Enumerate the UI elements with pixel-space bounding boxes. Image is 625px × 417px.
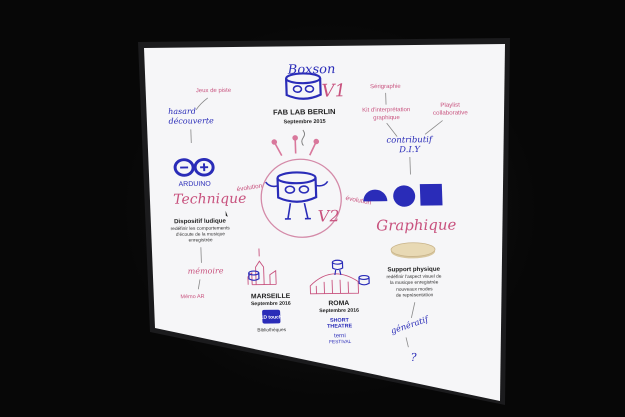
berlin-location: FAB LAB BERLIN — [273, 107, 336, 117]
nouveaux-line2: de représentation — [396, 292, 434, 298]
antenna-marks — [271, 135, 320, 156]
short-theatre-line2: THEATRE — [327, 323, 353, 329]
memoire-label: mémoire — [188, 266, 224, 275]
robot-drum-icon — [265, 171, 329, 220]
evolution-left: évolution — [236, 182, 263, 193]
connector-jeux — [195, 97, 208, 111]
playlist-line2: collaborative — [433, 109, 469, 116]
technique-label: Technique — [173, 191, 247, 208]
roma-city: ROMA — [328, 300, 349, 307]
dispositif-line3: enregistrée — [189, 237, 214, 243]
memo-ar-label: Mémo AR — [180, 294, 204, 300]
connector-support — [410, 302, 416, 318]
marseille-robot-icon — [248, 270, 260, 281]
colosseum-illustration — [309, 273, 359, 295]
connector-memoire — [197, 279, 201, 290]
support-title: Support physique — [387, 266, 440, 274]
terni-line1: terni — [334, 333, 346, 339]
nouveaux-line1: nouveaux modes — [396, 286, 433, 292]
dispositif-line2: d'écoute de la musique — [176, 231, 226, 238]
question-mark: ? — [411, 351, 418, 364]
hasard-line1: hasard — [168, 107, 196, 116]
graphic-shapes-icon — [363, 183, 443, 207]
jeux-de-piste-label: Jeux de piste — [196, 88, 232, 94]
contributif-line2: D.I.Y — [398, 144, 422, 154]
berlin-date: Septembre 2015 — [283, 119, 325, 125]
kit-line1: Kit d'interprétation — [362, 107, 410, 113]
marseille-sub: Bibliothèques — [257, 327, 287, 333]
1d-touch-text: 1D touch — [261, 315, 283, 321]
marseille-city: MARSEILLE — [251, 293, 291, 300]
connector-dispositif — [200, 247, 202, 263]
arduino-icon — [173, 157, 215, 177]
vinyl-disc-icon — [390, 242, 436, 259]
connector-generatif — [405, 337, 409, 348]
cursor-arrow-icon — [225, 210, 228, 217]
serigraphie-label: Sérigraphie — [370, 84, 402, 90]
dispositif-title: Dispositif ludique — [174, 218, 227, 226]
connector-top — [301, 129, 305, 146]
short-theatre-line1: SHORT — [330, 318, 350, 324]
support-line2: la musique enregistrée — [390, 279, 439, 286]
screen-surface — [144, 44, 505, 401]
connector-contributif — [409, 156, 411, 175]
1d-touch-logo — [262, 309, 281, 324]
graphique-label: Graphique — [376, 217, 457, 235]
arduino-label: ARDUINO — [178, 181, 211, 188]
playlist-line1: Playlist — [440, 102, 460, 109]
version2-label: V2 — [318, 206, 340, 225]
kit-line2: graphique — [373, 115, 401, 121]
support-line1: redéfinir l'aspect visuel de — [386, 274, 442, 281]
roma-robot-icon-2 — [358, 274, 370, 286]
marseille-date: Septembre 2016 — [251, 301, 291, 307]
dispositif-line1: redéfinir les comportements — [171, 225, 231, 232]
drum-icon-v1 — [285, 72, 322, 100]
terni-line2: FESTIVAL — [329, 339, 352, 345]
version1-label: V1 — [321, 81, 346, 102]
roma-date: Septembre 2016 — [319, 308, 359, 314]
evolution-right: évolution — [345, 195, 372, 207]
contributif-line1: contributif — [386, 134, 434, 144]
roma-robot-icon — [331, 259, 344, 276]
hasard-line2: découverte — [168, 116, 214, 125]
connectors-right-top — [385, 92, 443, 137]
center-circle — [260, 158, 342, 238]
